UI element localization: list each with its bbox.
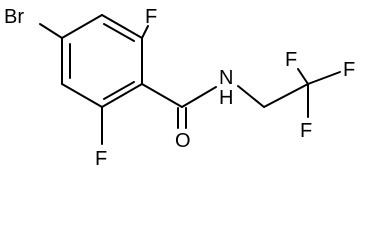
c-f-top-bond xyxy=(141,25,149,39)
nitrogen-label: N xyxy=(219,67,233,89)
ring-bond xyxy=(61,83,103,108)
c-f-left-bond xyxy=(297,68,309,85)
cf3-fluorine-bottom-label: F xyxy=(300,120,312,142)
benzene-ring xyxy=(61,14,143,108)
ch2-cf3-bond xyxy=(263,83,309,108)
cf3-fluorine-right-label: F xyxy=(343,59,355,81)
ring-bond xyxy=(101,83,143,108)
fluorine-bottom-label: F xyxy=(95,148,107,170)
bromine-label: Br xyxy=(4,6,24,28)
oxygen-label: O xyxy=(175,130,191,152)
ring-bond xyxy=(101,14,143,39)
carbonyl-n-bond xyxy=(181,86,217,108)
structure-diagram: Br F F N H O F F F xyxy=(4,6,355,170)
fluorine-top-label: F xyxy=(145,6,157,28)
ring-double-bond xyxy=(103,81,135,100)
n-ch2-bond xyxy=(237,85,265,108)
hydrogen-label: H xyxy=(219,87,233,109)
cf3-fluorine-left-label: F xyxy=(285,49,297,71)
c-br-bond xyxy=(39,23,63,39)
ring-bond xyxy=(61,14,103,39)
c-f-right-bond xyxy=(307,71,341,85)
ring-double-bond xyxy=(103,23,135,42)
ring-carbonyl-bond xyxy=(141,83,183,108)
